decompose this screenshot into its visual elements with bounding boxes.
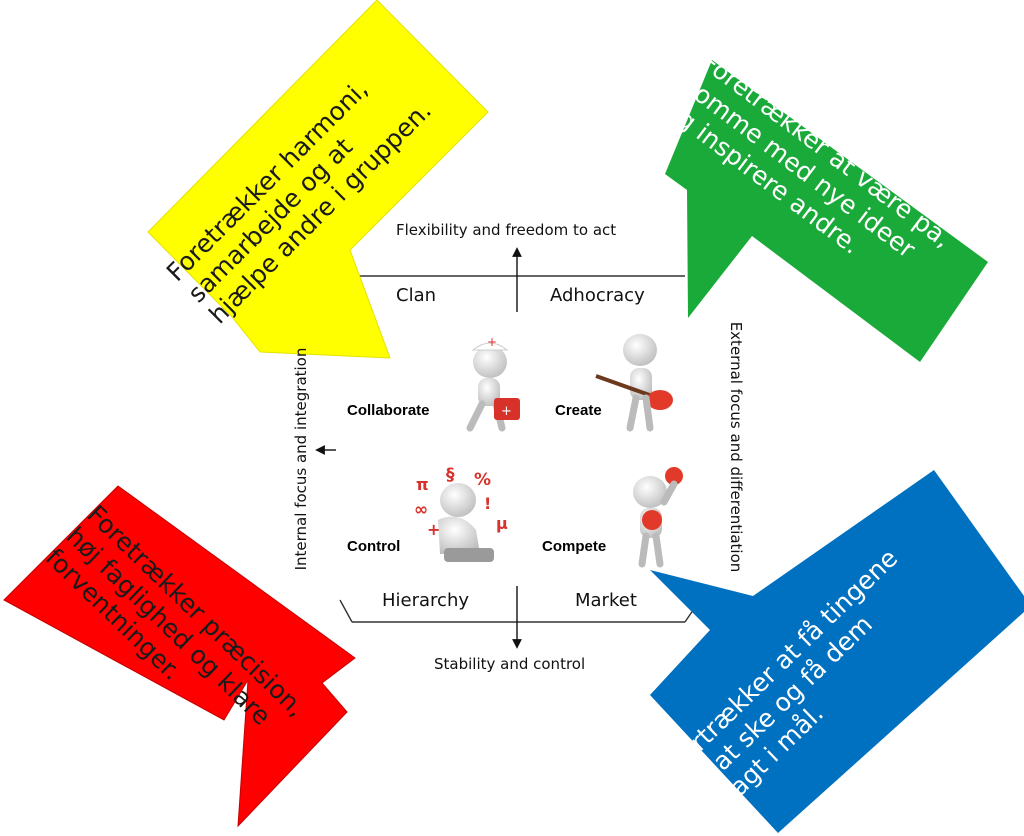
svg-text:+: +: [487, 335, 497, 349]
symbol-section: §: [446, 465, 455, 485]
axis-arrows: [315, 247, 522, 649]
symbol-mu: μ: [496, 514, 508, 533]
boxer-figure: [633, 467, 683, 568]
axis-label-left: Internal focus and integration: [292, 347, 310, 571]
symbol-plus: +: [427, 520, 441, 539]
action-label-control: Control: [347, 538, 401, 555]
blue-speech-bubble: [650, 470, 1024, 833]
green-speech-bubble: [665, 60, 988, 362]
axis-label-bottom: Stability and control: [434, 655, 586, 673]
axis-label-top: Flexibility and freedom to act: [396, 221, 617, 239]
symbol-pi: π: [416, 475, 429, 494]
quadrant-label-adhocracy: Adhocracy: [544, 285, 651, 306]
quadrant-label-market: Market: [569, 590, 643, 611]
quadrant-label-clan: Clan: [390, 285, 443, 306]
thinker-figure: [438, 483, 494, 562]
symbol-exclamation: !: [484, 494, 492, 513]
action-label-collaborate: Collaborate: [347, 402, 430, 419]
guitar-figure: [595, 334, 673, 432]
action-label-compete: Compete: [542, 538, 607, 555]
nurse-figure: + +: [466, 335, 520, 432]
axis-label-right: External focus and differentiation: [727, 321, 745, 573]
frame-lines: [329, 275, 701, 623]
symbol-percent: %: [474, 470, 492, 490]
action-label-create: Create: [555, 402, 602, 419]
quadrant-label-hierarchy: Hierarchy: [376, 590, 476, 611]
yellow-speech-bubble: [147, 0, 489, 359]
svg-text:+: +: [501, 404, 512, 419]
symbol-infinity: ∞: [414, 500, 429, 520]
red-speech-bubble: [3, 485, 356, 828]
